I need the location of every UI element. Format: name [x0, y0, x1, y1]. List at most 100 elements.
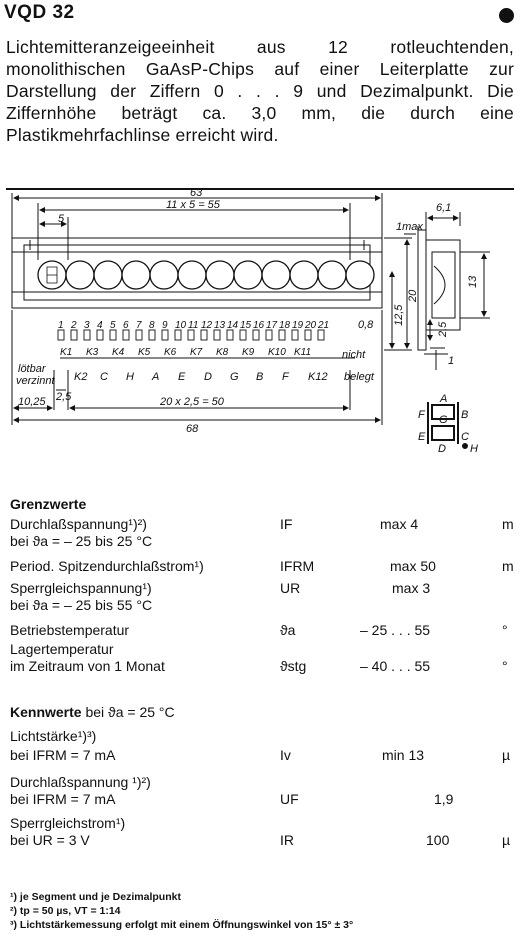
seg-a: A	[439, 393, 447, 405]
cathode-label: K11	[294, 347, 311, 358]
dim-25: 2,5	[437, 321, 449, 338]
pin-number: 7	[136, 320, 142, 331]
seg-g: G	[439, 414, 448, 426]
row-label: Sperrgleichstrom¹)	[10, 815, 126, 831]
row-label: Betriebstemperatur	[10, 622, 130, 638]
segment-pin-label: G	[230, 371, 239, 383]
dim-68: 68	[186, 423, 199, 435]
footnote-3: ³) Lichtstärkemessung erfolgt mit einem …	[10, 919, 354, 931]
pin-number: 4	[97, 320, 103, 331]
segment-pin-label: E	[178, 371, 186, 383]
kennwerte-heading-bold: Kennwerte	[10, 704, 82, 720]
segment-pin-label: A	[151, 371, 159, 383]
row-sublabel: bei IFRM = 7 mA	[10, 791, 116, 807]
pin-number: 18	[279, 320, 291, 331]
row-symbol: Iv	[280, 747, 291, 763]
dimension-drawing: 63 11 x 5 = 55 5 6,1 1max 13 12,5 20 2,5…	[11, 190, 490, 455]
row-unit: m	[502, 516, 514, 532]
dim-1025: 10,25	[18, 396, 46, 408]
row-value: max 4	[380, 516, 419, 532]
pin-number: 1	[58, 320, 64, 331]
dim-25b: 2,5	[55, 391, 72, 403]
row-label: Sperrgleichspannung¹)	[10, 580, 152, 596]
pin-number: 9	[162, 320, 168, 331]
dim-61: 6,1	[436, 202, 451, 214]
dim-13: 13	[467, 275, 479, 288]
pin-number: 2	[70, 320, 77, 331]
cathode-label: K6	[164, 347, 177, 358]
pin-number: 11	[188, 320, 198, 331]
pin-number: 21	[317, 320, 329, 331]
bullet-dot	[499, 8, 514, 23]
dim-08: 0,8	[358, 319, 374, 331]
label-nicht: nicht	[342, 349, 366, 361]
row-sublabel: bei IFRM = 7 mA	[10, 747, 116, 763]
row-unit: µ	[502, 832, 511, 848]
segment-pin-label: F	[282, 371, 290, 383]
dim-20x25: 20 x 2,5 = 50	[159, 396, 225, 408]
pin-number: 13	[214, 320, 226, 331]
dim-1: 1	[448, 355, 454, 367]
row-unit: m	[502, 558, 514, 574]
pin-number: 15	[240, 320, 252, 331]
row-sublabel: bei ϑa = – 25 bis 55 °C	[10, 597, 153, 613]
pin-number: 16	[253, 320, 265, 331]
row-value: max 50	[390, 558, 436, 574]
dim-20: 20	[407, 289, 419, 303]
row-value: – 25 . . . 55	[360, 622, 431, 638]
label-verzinnt: verzinnt	[16, 375, 55, 387]
row-label: Period. Spitzendurchlaßstrom¹)	[10, 558, 204, 574]
pin-number: 14	[227, 320, 239, 331]
row-value: min 13	[382, 747, 425, 763]
seg-h: H	[470, 443, 478, 455]
row-symbol: IFRM	[280, 558, 315, 574]
segment-pin-label: B	[256, 371, 263, 383]
pin-number: 8	[149, 320, 155, 331]
cathode-label: K3	[86, 347, 99, 358]
row-symbol: UF	[280, 791, 299, 807]
intro-paragraph: Lichtemitteranzeigeeinheit aus 12 rotleu…	[6, 37, 514, 145]
seg-d: D	[438, 443, 446, 455]
row-value: 100	[426, 832, 450, 848]
kennwerte-heading-condition: bei ϑa = 25 °C	[85, 704, 175, 720]
row-label: Durchlaßspannung ¹)²)	[10, 774, 151, 790]
divider	[6, 188, 514, 190]
label-belegt: belegt	[344, 371, 375, 383]
seg-f: F	[418, 409, 426, 421]
row-sublabel: bei UR = 3 V	[10, 832, 90, 848]
dim-11x5: 11 x 5 = 55	[166, 199, 221, 211]
row-unit: °	[502, 658, 508, 674]
pin-number: 17	[266, 320, 278, 331]
dim-1max: 1max	[396, 221, 423, 233]
label-loetbar: lötbar	[18, 363, 47, 375]
row-symbol: UR	[280, 580, 301, 596]
cathode-label: K1	[60, 347, 72, 358]
segment-pin-label: H	[126, 371, 134, 383]
pin-number: 3	[84, 320, 90, 331]
pin-number: 20	[304, 320, 317, 331]
pin-number: 10	[175, 320, 187, 331]
cathode-label: K4	[112, 347, 125, 358]
segment-pin-label: K12	[308, 371, 328, 383]
row-sublabel: bei ϑa = – 25 bis 25 °C	[10, 533, 153, 549]
seg-b: B	[461, 409, 468, 421]
row-label: Lichtstärke¹)³)	[10, 728, 97, 744]
row-unit: °	[502, 622, 508, 638]
row-symbol: IR	[280, 832, 294, 848]
kennwerte-heading: Kennwerte bei ϑa = 25 °C	[10, 704, 175, 720]
seg-e: E	[418, 431, 426, 443]
dim-63: 63	[190, 190, 203, 199]
row-sublabel: im Zeitraum von 1 Monat	[10, 658, 165, 674]
row-symbol: IF	[280, 516, 293, 532]
row-value: max 3	[392, 580, 431, 596]
row-value: – 40 . . . 55	[360, 658, 431, 674]
cathode-label: K9	[242, 347, 255, 358]
row-unit: µ	[502, 747, 511, 763]
cathode-label: K10	[268, 347, 286, 358]
page-title: VQD 32	[4, 2, 75, 23]
footnote-2: ²) tp = 50 µs, VT = 1:14	[10, 905, 121, 917]
pin-number: 5	[110, 320, 116, 331]
segment-pin-label: K2	[74, 371, 87, 383]
row-label: Lagertemperatur	[10, 641, 114, 657]
footnote-1: ¹) je Segment und je Dezimalpunkt	[10, 891, 181, 903]
